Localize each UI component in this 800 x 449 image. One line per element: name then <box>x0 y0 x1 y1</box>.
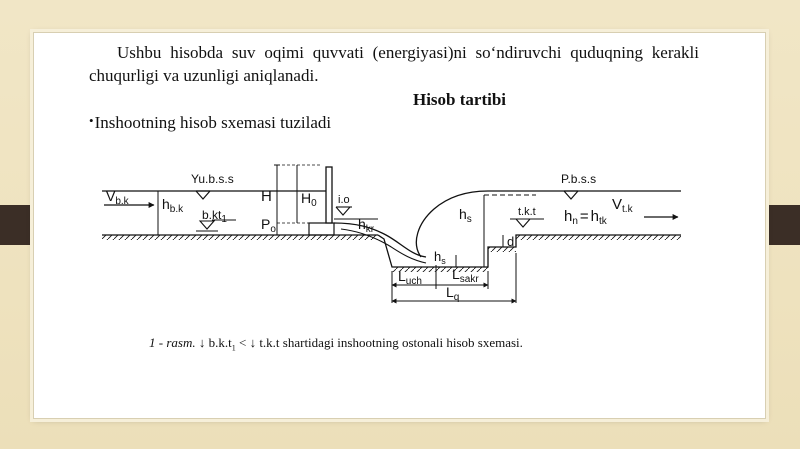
sill-block <box>308 222 335 236</box>
label-yubss: Yu.b.s.s <box>191 172 234 186</box>
io-marker-icon <box>335 206 351 216</box>
label-d: d <box>507 234 514 249</box>
caption-bkt: b.k.t <box>208 335 232 350</box>
tkt-marker-icon <box>514 218 532 228</box>
label-tkt: t.k.t <box>518 206 536 218</box>
caption-lt: < <box>238 335 247 350</box>
label-lq: Lq <box>446 284 459 303</box>
section-heading: Hisob tartibi <box>412 90 507 109</box>
bullet-text-tail: i <box>326 113 332 132</box>
hydraulic-scheme-diagram: Yu.b.s.s P.b.s.s Vb.k hb.k b.kt1 H Po H0… <box>102 164 681 304</box>
label-hn-eq-htk: hn=htk <box>564 208 608 227</box>
nappe-lower <box>340 228 427 264</box>
slide: Ushbu hisobda suv oqimi quvvati (energiy… <box>33 32 766 419</box>
bullet-dot-icon: • <box>89 113 94 128</box>
label-hbk: hb.k <box>162 196 184 215</box>
caption-text: t.k.t shartidagi inshootning ostonali hi… <box>259 335 523 350</box>
intro-text: Ushbu hisobda suv oqimi quvvati (energiy… <box>89 43 699 85</box>
bkt-marker-icon <box>198 220 216 230</box>
bullet-item: •Inshootning hisob sxemasi tuziladi <box>89 113 331 133</box>
label-lsakr: Lsakr <box>452 266 479 285</box>
pbss-marker-icon <box>563 190 579 200</box>
label-bkt: b.kt1 <box>202 208 227 225</box>
label-luch: Luch <box>398 268 422 287</box>
down-arrow-icon: ↓ <box>249 335 257 350</box>
crest-hatch <box>318 235 378 240</box>
well-bed-hatch <box>392 267 488 272</box>
downstream-bed-hatch <box>516 235 681 240</box>
caption-label: 1 - rasm. <box>149 335 196 350</box>
label-io: i.o <box>338 194 350 206</box>
yubss-marker-icon <box>195 190 211 200</box>
caption-bkt-sub: 1 <box>231 343 236 353</box>
label-vbk: Vb.k <box>106 188 130 207</box>
label-pbss: P.b.s.s <box>561 172 596 186</box>
label-hs-prime: hs <box>459 206 472 225</box>
nappe-upper <box>333 222 427 258</box>
upstream-bed-hatch <box>102 235 318 240</box>
label-P0: Po <box>261 216 276 235</box>
figure-caption: 1 - rasm. ↓ b.k.t1 < ↓ t.k.t shartidagi … <box>149 335 523 353</box>
hydraulic-jump <box>415 190 489 258</box>
label-hs: hs <box>434 249 446 266</box>
label-H: H <box>261 188 272 205</box>
down-arrow-icon: ↓ <box>198 335 206 350</box>
left-decor-bar <box>0 205 36 245</box>
gate <box>325 166 333 224</box>
label-vtk: Vt.k <box>612 196 634 215</box>
label-hkr: hkr <box>358 216 375 235</box>
label-H0: H0 <box>301 190 317 209</box>
intro-paragraph: Ushbu hisobda suv oqimi quvvati (energiy… <box>89 41 699 87</box>
bullet-text: Inshootning hisob sxemasi tuzilad <box>94 113 327 132</box>
